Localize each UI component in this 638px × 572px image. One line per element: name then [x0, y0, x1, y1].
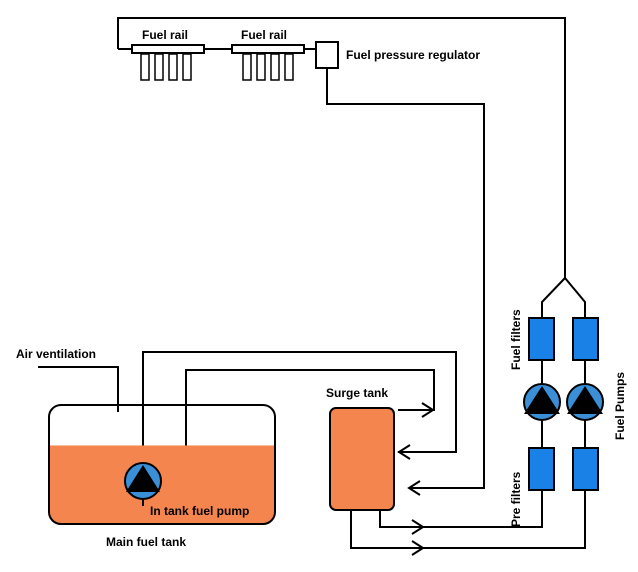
- top-return-line: [117, 17, 566, 278]
- surge-to-prefilter-left-line: [379, 490, 543, 528]
- fuel-rail-2: [231, 44, 305, 81]
- in-tank-fuel-pump-label: In tank fuel pump: [150, 504, 249, 518]
- fuel-pump-right: [566, 383, 604, 421]
- fuel-rail-2-body: [231, 44, 305, 54]
- pump-triangle-icon: [126, 465, 160, 492]
- flow-arrow: [397, 444, 411, 460]
- main-fuel-tank-label: Main fuel tank: [106, 535, 186, 549]
- fuel-pressure-regulator-box: [315, 41, 339, 69]
- air-ventilation-line: [38, 366, 119, 412]
- injector: [284, 53, 294, 81]
- pump-triangle-icon: [524, 386, 560, 414]
- fuel-rail-1: [131, 44, 205, 81]
- regulator-return-line: [326, 68, 485, 489]
- fuel-pressure-regulator-label: Fuel pressure regulator: [346, 48, 480, 62]
- injector: [270, 53, 280, 81]
- fuel-pumps-label: Fuel Pumps: [613, 372, 627, 440]
- fuel-pump-left: [523, 383, 561, 421]
- fuel-rail-1-label: Fuel rail: [142, 28, 188, 42]
- pre-filter-right: [572, 447, 599, 491]
- injector: [140, 53, 150, 81]
- in-tank-fuel-pump: [124, 462, 162, 506]
- fuel-filter-left: [528, 317, 555, 361]
- injector: [242, 53, 252, 81]
- fuel-filter-right: [572, 317, 599, 361]
- fuel-rail-1-body: [131, 44, 205, 54]
- main-tank-fuel-level: [49, 445, 275, 524]
- injector: [256, 53, 266, 81]
- injector: [182, 53, 192, 81]
- fuel-filters-label: Fuel filters: [509, 309, 523, 370]
- injector: [168, 53, 178, 81]
- pump-manifold-line: [541, 277, 586, 318]
- flow-arrow: [411, 519, 425, 535]
- surge-tank: [329, 407, 395, 511]
- pre-filter-left: [528, 447, 555, 491]
- regulator-return-arrow: [407, 480, 421, 496]
- pump-triangle-icon: [567, 386, 603, 414]
- in-tank-pump-to-surge-line: [142, 351, 457, 474]
- pre-filters-label: Pre filters: [509, 471, 523, 527]
- surge-to-prefilter-right-line: [350, 490, 586, 549]
- injector: [154, 53, 164, 81]
- main-tank-outline: [48, 404, 276, 525]
- air-ventilation-label: Air ventilation: [16, 347, 96, 361]
- main-fuel-tank: [48, 404, 276, 525]
- flow-arrow: [411, 540, 425, 556]
- fuel-rail-2-label: Fuel rail: [241, 28, 287, 42]
- surge-tank-label: Surge tank: [326, 386, 388, 400]
- flow-arrow: [421, 402, 435, 418]
